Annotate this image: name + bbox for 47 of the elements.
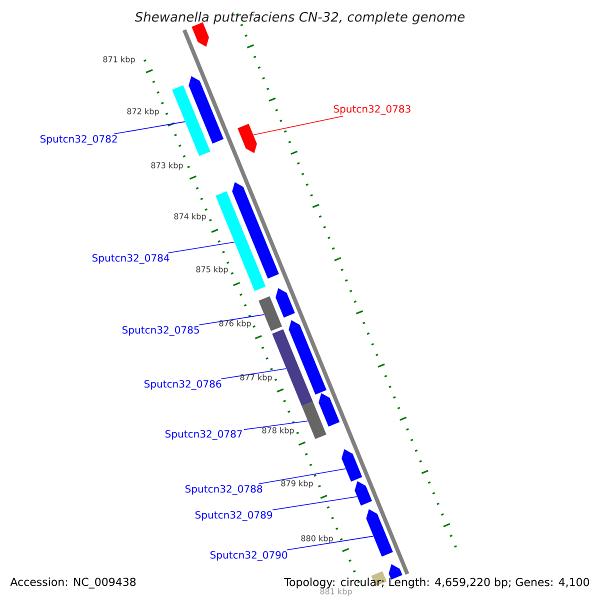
gene-feature: [302, 401, 326, 440]
leader-line: [286, 536, 374, 550]
gene-label: Sputcn32_0785: [122, 326, 199, 336]
tick-label: 879 kbp: [281, 480, 313, 488]
gene-feature: [258, 296, 282, 332]
leader-line: [258, 468, 346, 484]
tick-label: 878 kbp: [262, 427, 294, 435]
leader-line: [244, 420, 308, 430]
leader-line: [198, 314, 264, 326]
gene-feature: [238, 124, 257, 154]
leader-line: [114, 121, 186, 134]
tick-label: 873 kbp: [151, 162, 183, 170]
gene-label: Sputcn32_0782: [40, 135, 117, 145]
gene-feature: [276, 288, 295, 318]
accession-label: Accession: NC_009438: [10, 578, 136, 588]
gene-feature: [288, 320, 326, 395]
gene-label: Sputcn32_0790: [210, 551, 288, 561]
tick-label: 881 kbp: [320, 588, 352, 596]
tick-label: 875 kbp: [196, 266, 228, 274]
gene-feature: [318, 393, 340, 427]
gene-label: Sputcn32_0786: [144, 380, 222, 390]
gene-feature: [342, 449, 362, 482]
gene-feature: [192, 22, 210, 47]
gene-label: Sputcn32_0787: [166, 430, 242, 440]
title: Shewanella putrefaciens CN-32, complete genome: [134, 12, 465, 24]
gene-label: Sputcn32_0789: [196, 511, 272, 521]
genome-info: Topology: circular; Length: 4,659,220 bp; Genes: 4,100: [284, 578, 590, 588]
tick-label: 876 kbp: [219, 320, 251, 328]
tick-label: 874 kbp: [174, 213, 206, 221]
tick-label: 880 kbp: [301, 535, 333, 543]
tick-label: 871 kbp: [103, 56, 135, 64]
gene-feature: [188, 76, 224, 144]
gene-feature: [172, 85, 210, 156]
tick-label: 877 kbp: [240, 374, 272, 382]
leader-line: [220, 368, 287, 380]
leader-line: [272, 496, 358, 510]
gene-feature: [366, 509, 393, 557]
gene-feature: [354, 481, 372, 506]
gene-label: Sputcn32_0784: [92, 254, 170, 264]
gene-feature: [232, 182, 279, 279]
leader-line: [168, 242, 235, 254]
gene-feature: [272, 329, 313, 406]
tick-label: 872 kbp: [127, 108, 159, 116]
gene-label: Sputcn32_0783: [334, 105, 410, 115]
gene-feature: [216, 191, 266, 292]
gene-label: Sputcn32_0788: [186, 485, 262, 495]
leader-line: [253, 116, 344, 136]
